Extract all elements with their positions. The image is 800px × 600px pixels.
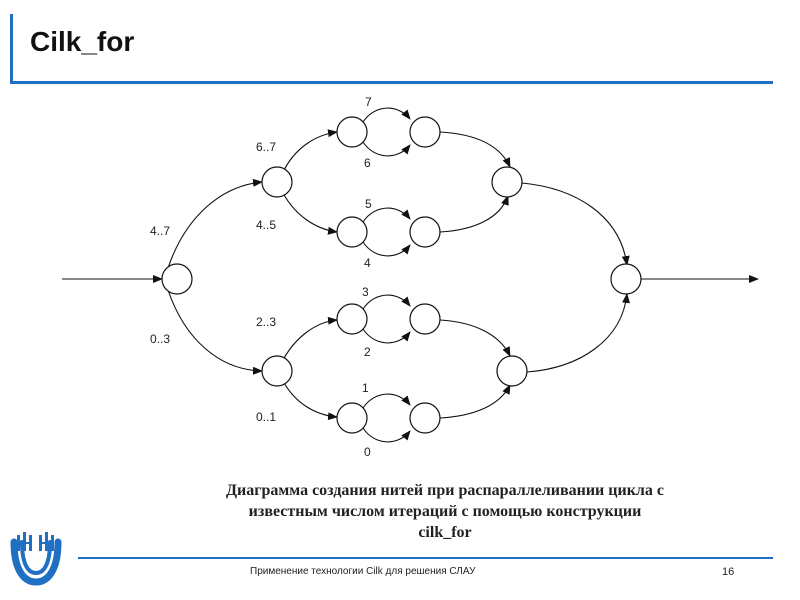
edge-join-45 <box>439 195 509 233</box>
label-iter-5: 5 <box>365 197 372 211</box>
label-iter-3: 3 <box>362 285 369 299</box>
node-final <box>610 263 642 295</box>
node-fork-67 <box>336 116 368 148</box>
edge-iter-6 <box>362 141 411 157</box>
label-iter-2: 2 <box>364 345 371 359</box>
edge-join-01 <box>439 384 511 419</box>
node-merge-lower <box>496 355 528 387</box>
node-fork-23 <box>336 303 368 335</box>
label-root-lower: 0..3 <box>150 332 170 346</box>
node-join-67 <box>409 116 441 148</box>
label-split-45: 4..5 <box>256 218 276 232</box>
label-split-01: 0..1 <box>256 410 276 424</box>
edge-join-67 <box>439 131 511 168</box>
edge-iter-1 <box>362 393 411 409</box>
edge-iter-0 <box>362 427 411 443</box>
university-logo-icon <box>10 532 62 586</box>
label-iter-0: 0 <box>364 445 371 459</box>
label-root-upper: 4..7 <box>150 224 170 238</box>
node-join-45 <box>409 216 441 248</box>
caption-line-3: cilk_for <box>418 524 472 541</box>
edge-iter-4 <box>362 241 411 257</box>
node-fork-45 <box>336 216 368 248</box>
node-split-upper <box>261 166 293 198</box>
node-root <box>161 263 193 295</box>
edge-join-23 <box>439 319 511 357</box>
label-split-23: 2..3 <box>256 315 276 329</box>
node-join-23 <box>409 303 441 335</box>
footer-divider <box>78 557 773 559</box>
edge-split-01 <box>282 380 338 421</box>
title-accent-bar <box>10 14 13 84</box>
label-iter-4: 4 <box>364 256 371 270</box>
label-iter-7: 7 <box>365 95 372 109</box>
edge-iter-3 <box>362 294 411 310</box>
slide-title: Cilk_for <box>30 26 135 57</box>
node-fork-01 <box>336 402 368 434</box>
edge-root-upper <box>167 178 263 269</box>
edge-split-67 <box>282 129 338 173</box>
label-iter-1: 1 <box>362 381 369 395</box>
label-split-67: 6..7 <box>256 140 276 154</box>
node-split-lower <box>261 355 293 387</box>
edge-iter-7 <box>362 107 411 123</box>
diagram-caption: Диаграмма создания нитей при распараллел… <box>140 480 750 543</box>
page-number: 16 <box>722 566 735 578</box>
node-join-01 <box>409 402 441 434</box>
edge-split-23 <box>282 316 338 361</box>
caption-line-2: известным числом итераций с помощью конс… <box>248 503 642 520</box>
edge-iter-5 <box>362 207 411 223</box>
edge-split-45 <box>282 192 338 235</box>
footer-text: Применение технологии Cilk для решения С… <box>250 566 476 577</box>
edge-iter-2 <box>362 328 411 344</box>
label-iter-6: 6 <box>364 156 371 170</box>
edge-root-lower <box>167 289 263 375</box>
edge-final-lower <box>526 293 630 373</box>
title-divider <box>10 81 773 84</box>
node-merge-upper <box>491 166 523 198</box>
edge-final-upper <box>521 182 630 266</box>
caption-line-1: Диаграмма создания нитей при распараллел… <box>226 482 664 499</box>
